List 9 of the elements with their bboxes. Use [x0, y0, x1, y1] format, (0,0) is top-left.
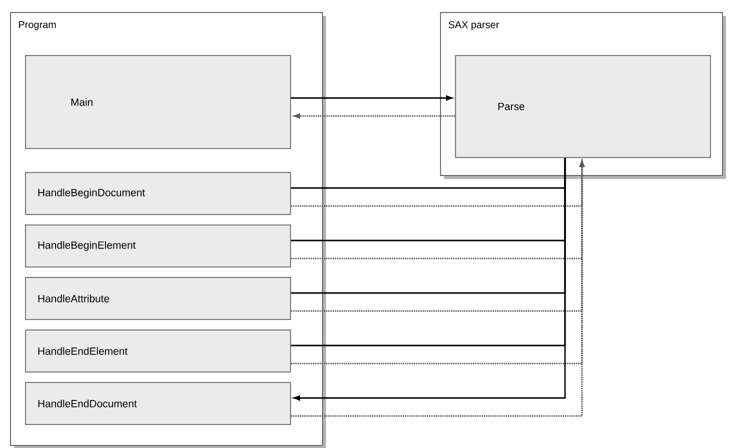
process-box: Parse — [455, 55, 711, 158]
process-box: HandleAttribute — [25, 277, 291, 320]
process-box: HandleEndElement — [25, 330, 291, 372]
process-box: HandleBeginElement — [25, 224, 291, 268]
arrow — [294, 114, 455, 118]
process-box: HandleBeginDocument — [25, 172, 291, 215]
process-box: HandleEndDocument — [25, 382, 291, 425]
process-box: Main — [25, 55, 291, 149]
arrow — [291, 95, 452, 101]
